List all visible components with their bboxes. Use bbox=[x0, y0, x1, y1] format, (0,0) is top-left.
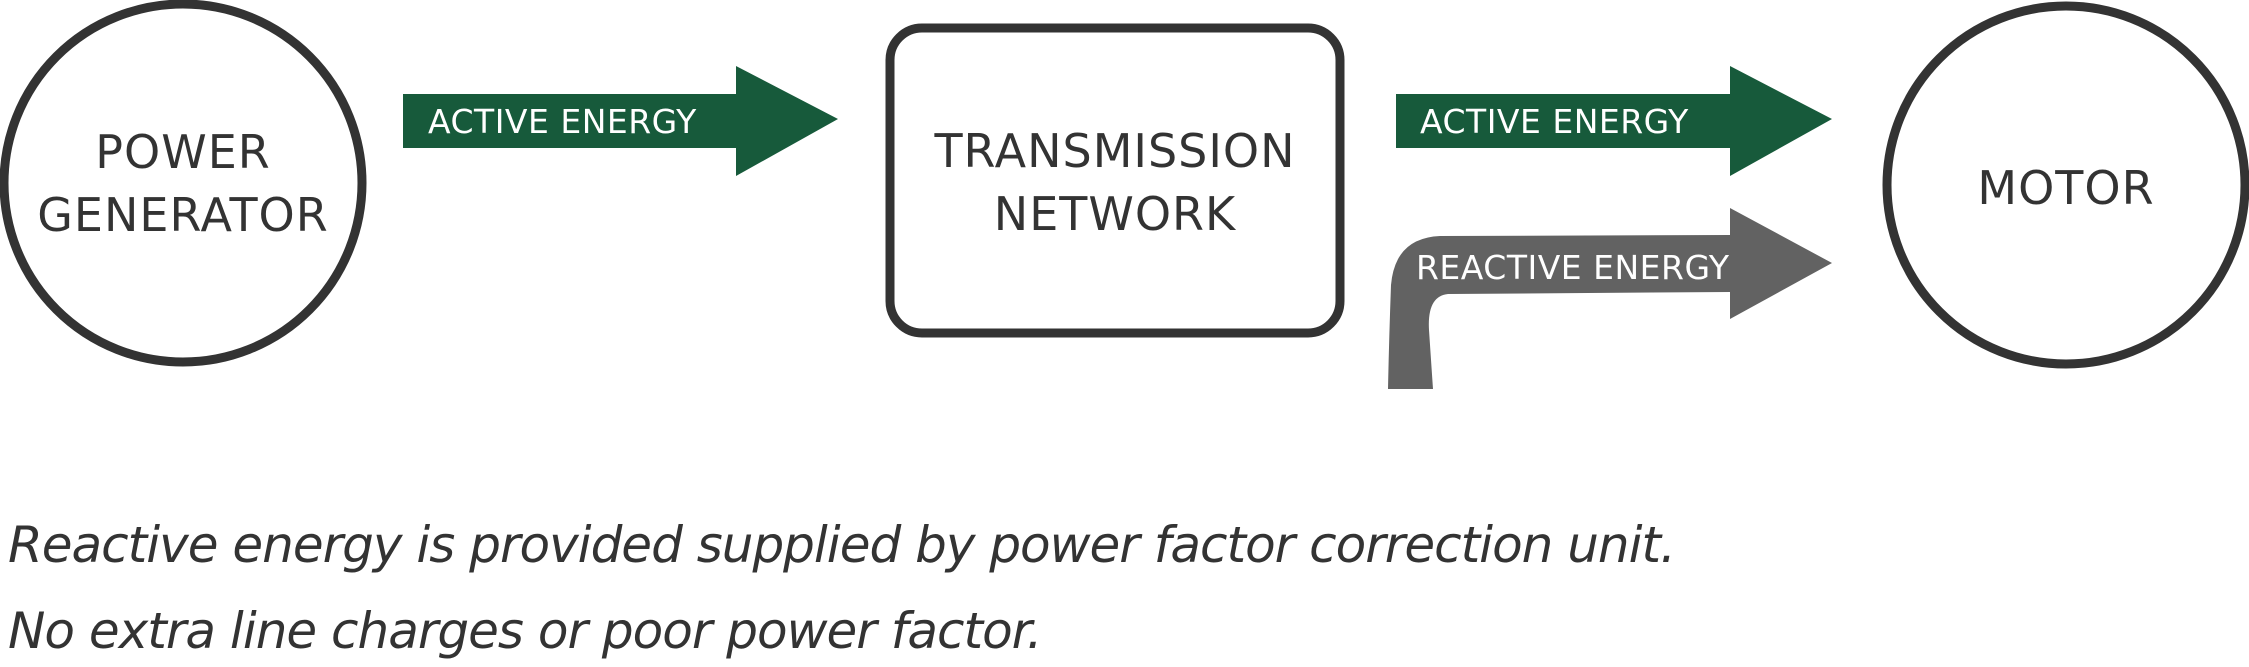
motor-circle bbox=[1882, 1, 2249, 369]
active-energy-arrow-2: ACTIVE ENERGY bbox=[1396, 66, 1832, 176]
power-generator-label-line1: POWER bbox=[95, 125, 270, 179]
active-energy-arrow-1-shape bbox=[403, 66, 838, 176]
caption-line-2: No extra line charges or poor power fact… bbox=[8, 602, 1043, 660]
motor-node: MOTOR bbox=[1882, 1, 2249, 369]
reactive-energy-arrow: REACTIVE ENERGY bbox=[1388, 208, 1832, 389]
transmission-network-label-line2: NETWORK bbox=[994, 187, 1237, 241]
transmission-network-box bbox=[885, 23, 1345, 338]
active-energy-arrow-2-label: ACTIVE ENERGY bbox=[1420, 102, 1689, 141]
active-energy-arrow-1-label: ACTIVE ENERGY bbox=[428, 102, 697, 141]
reactive-energy-arrow-label: REACTIVE ENERGY bbox=[1416, 248, 1730, 287]
transmission-network-node: TRANSMISSION NETWORK bbox=[885, 23, 1345, 338]
power-generator-node: POWER GENERATOR bbox=[0, 0, 367, 367]
power-generator-circle bbox=[0, 0, 367, 367]
reactive-energy-arrow-shape bbox=[1388, 208, 1832, 389]
power-generator-label-line2: GENERATOR bbox=[37, 188, 328, 242]
active-energy-arrow-2-shape bbox=[1396, 66, 1832, 176]
motor-label: MOTOR bbox=[1977, 161, 2154, 215]
active-energy-arrow-1: ACTIVE ENERGY bbox=[403, 66, 838, 176]
transmission-network-label-line1: TRANSMISSION bbox=[933, 124, 1295, 178]
caption-line-1: Reactive energy is provided supplied by … bbox=[8, 516, 1676, 574]
